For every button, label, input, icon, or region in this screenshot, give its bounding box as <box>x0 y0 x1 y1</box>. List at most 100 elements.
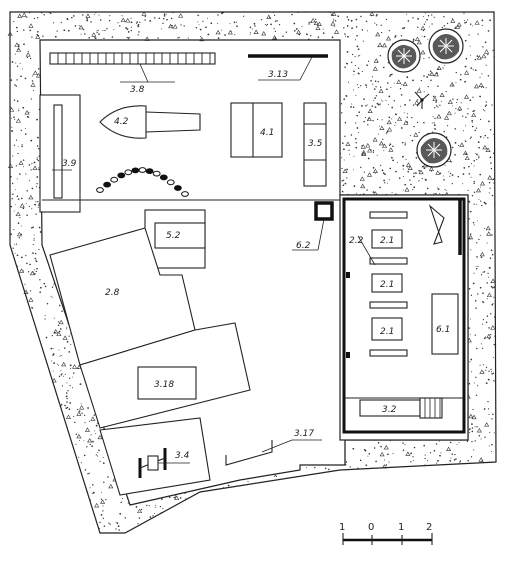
stipple-mark <box>421 177 423 180</box>
stipple-mark <box>470 456 473 458</box>
stipple-mark <box>359 176 365 181</box>
stipple-mark <box>359 54 361 56</box>
stipple-mark <box>356 127 359 129</box>
stipple-mark <box>468 428 471 431</box>
stipple-mark <box>141 11 147 16</box>
stipple-mark <box>457 175 460 178</box>
stipple-mark <box>373 99 375 101</box>
stipple-mark <box>261 19 263 21</box>
stipple-mark <box>207 33 210 36</box>
stipple-mark <box>91 492 94 494</box>
stipple-mark <box>33 234 35 236</box>
stipple-mark <box>482 364 484 366</box>
stipple-mark <box>34 257 37 260</box>
tree-icon <box>416 132 452 168</box>
stipple-mark <box>452 105 454 107</box>
stipple-mark <box>72 387 74 389</box>
stipple-mark <box>84 427 90 432</box>
stipple-mark <box>468 173 471 175</box>
stipple-mark <box>32 75 34 77</box>
scale-tick-label: 1 <box>398 522 404 533</box>
stipple-mark <box>32 252 34 254</box>
stipple-mark <box>153 512 155 515</box>
stipple-mark <box>254 25 256 27</box>
stipple-mark <box>487 175 493 180</box>
stipple-mark <box>451 182 453 185</box>
stipple-mark <box>135 506 138 508</box>
stipple-mark <box>427 73 430 76</box>
stipple-mark <box>437 85 439 87</box>
stipple-mark <box>404 144 406 146</box>
stipple-mark <box>391 156 393 159</box>
stipple-mark <box>488 120 490 123</box>
stipple-mark <box>29 29 32 32</box>
stipple-mark <box>26 214 28 216</box>
stipple-mark <box>449 441 452 444</box>
stipple-mark <box>409 179 411 181</box>
stipple-mark <box>101 491 103 493</box>
stipple-mark <box>17 152 19 155</box>
stipple-mark <box>40 286 42 289</box>
stipple-mark <box>424 457 426 460</box>
stipple-mark <box>468 382 471 385</box>
stipple-mark <box>99 19 102 21</box>
stipple-mark <box>25 203 27 205</box>
stipple-mark <box>109 523 111 525</box>
stipple-mark <box>416 88 422 93</box>
stipple-mark <box>83 454 86 457</box>
stipple-mark <box>476 426 478 428</box>
stipple-mark <box>373 58 379 63</box>
stipple-mark <box>432 96 438 102</box>
stipple-mark <box>310 21 312 24</box>
stipple-mark <box>358 111 360 113</box>
stipple-mark <box>424 454 426 456</box>
stipple-mark <box>479 369 485 374</box>
stipple-mark <box>266 14 272 19</box>
stipple-mark <box>399 88 402 90</box>
stipple-mark <box>381 119 383 121</box>
stipple-mark <box>111 36 114 38</box>
stipple-mark <box>78 410 81 412</box>
stipple-mark <box>474 334 476 336</box>
stipple-mark <box>420 25 426 31</box>
stipple-mark <box>80 33 82 35</box>
stipple-mark <box>53 282 55 284</box>
stipple-mark <box>472 96 474 98</box>
stipple-mark <box>443 16 445 18</box>
stipple-mark <box>406 13 408 15</box>
stipple-mark <box>332 470 334 472</box>
stipple-mark <box>428 26 430 28</box>
stipple-mark <box>493 203 496 206</box>
stipple-mark <box>423 23 426 25</box>
stipple-mark <box>330 14 332 16</box>
stipple-mark <box>136 22 138 24</box>
stipple-mark <box>491 194 494 197</box>
stipple-mark <box>473 83 480 89</box>
stipple-mark <box>273 28 275 30</box>
stipple-mark <box>483 408 486 410</box>
shrub-icon <box>414 91 430 109</box>
stipple-mark <box>491 253 494 256</box>
stipple-mark <box>380 31 383 34</box>
stipple-mark <box>25 52 31 57</box>
stipple-mark <box>372 151 375 153</box>
stipple-mark <box>471 112 477 118</box>
stipple-mark <box>449 460 452 462</box>
stipple-mark <box>71 376 73 378</box>
stipple-mark <box>33 17 36 20</box>
stipple-mark <box>98 33 100 35</box>
stipple-mark <box>22 270 24 272</box>
stipple-mark <box>331 11 337 16</box>
stipple-mark <box>266 25 268 27</box>
stipple-mark <box>449 81 455 87</box>
stipple-mark <box>485 225 491 231</box>
stipple-mark <box>58 319 64 325</box>
stipple-mark <box>492 178 495 181</box>
stipple-mark <box>407 20 410 22</box>
stipple-mark <box>17 146 19 148</box>
stipple-mark <box>305 466 307 468</box>
stipple-mark <box>72 364 78 369</box>
stipple-mark <box>474 440 476 442</box>
stipple-mark <box>492 49 494 52</box>
stipple-mark <box>140 508 143 511</box>
